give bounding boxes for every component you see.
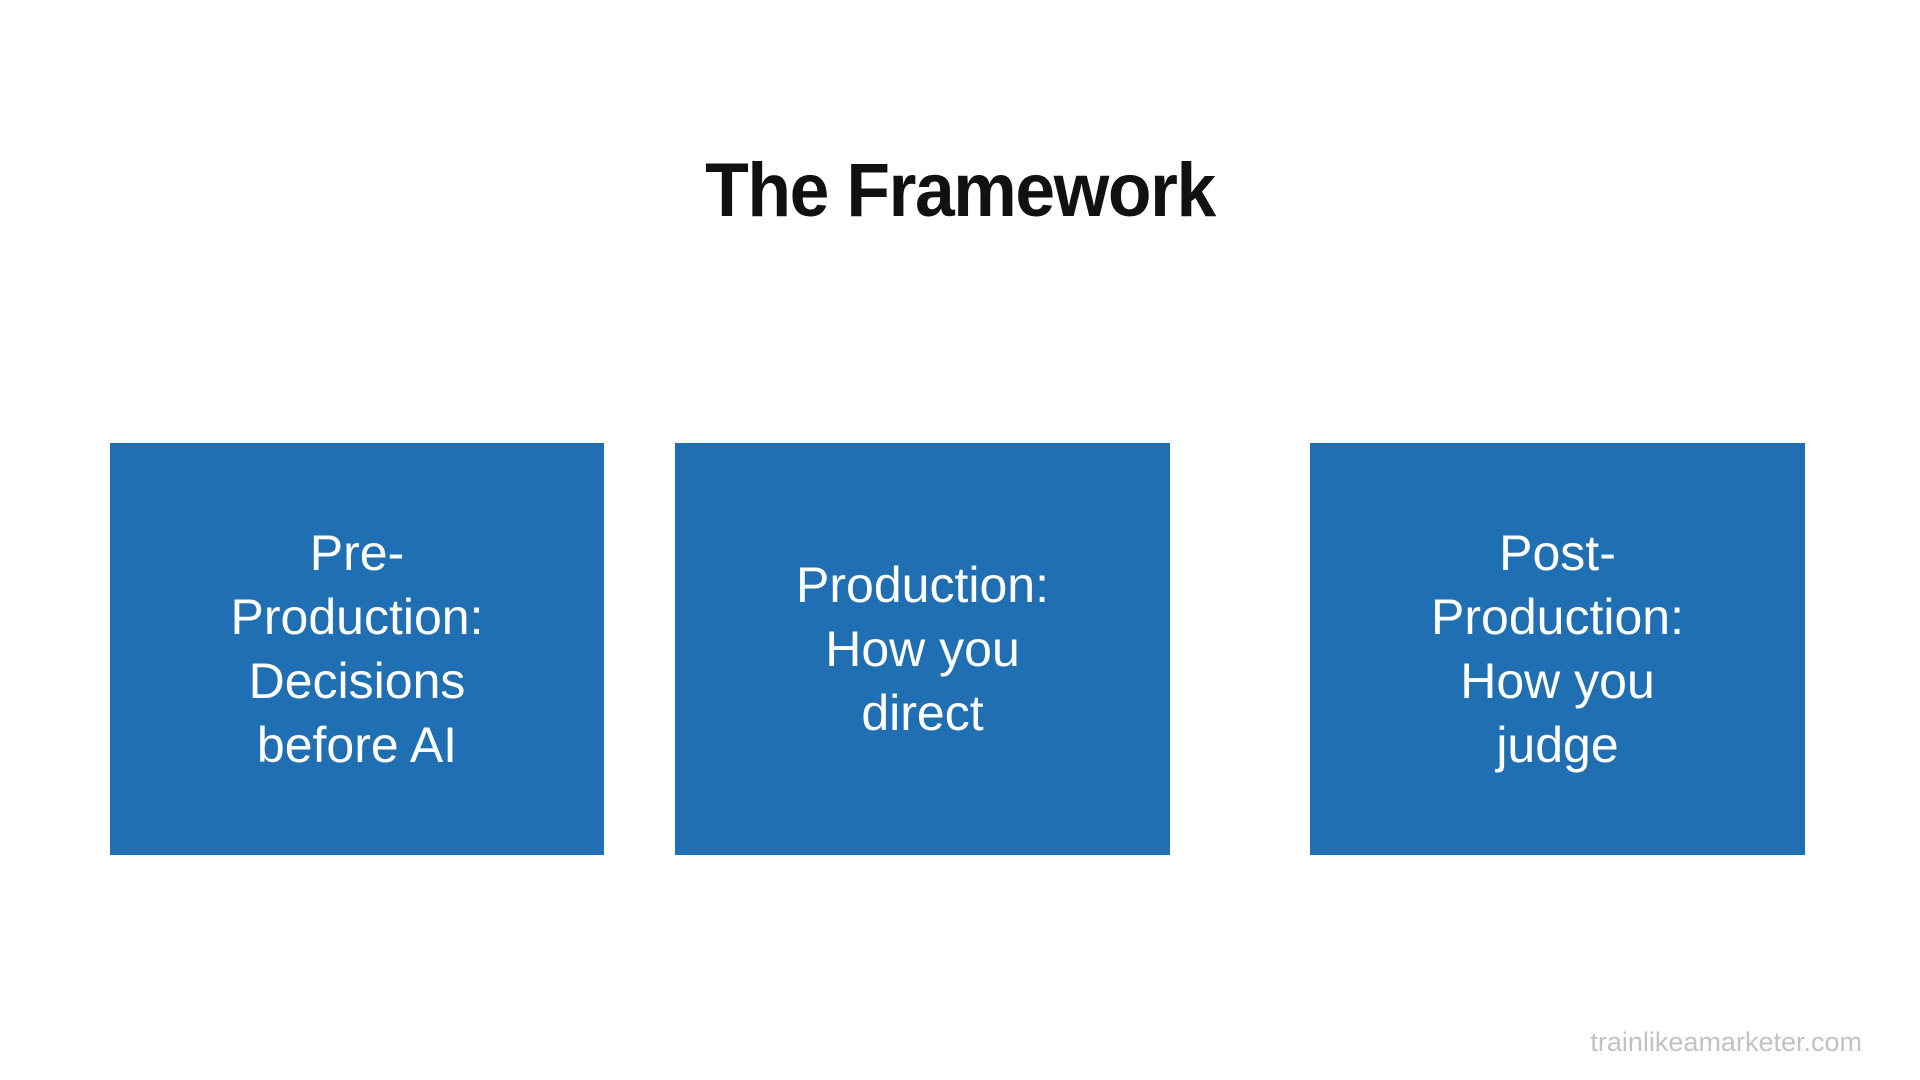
framework-card-label: Pre- Production: Decisions before AI <box>230 525 484 773</box>
site-watermark: trainlikeamarketer.com <box>1590 1027 1862 1057</box>
framework-card-post-production[interactable]: Post- Production: How you judge <box>1310 443 1805 855</box>
framework-card-row: Pre- Production: Decisions before AI Pro… <box>0 443 1920 855</box>
framework-card-production[interactable]: Production: How you direct <box>675 443 1170 855</box>
framework-card-pre-production[interactable]: Pre- Production: Decisions before AI <box>110 443 604 855</box>
page-title: The Framework <box>705 147 1216 233</box>
framework-card-label: Production: How you direct <box>796 557 1049 741</box>
framework-card-label: Post- Production: How you judge <box>1431 525 1684 773</box>
